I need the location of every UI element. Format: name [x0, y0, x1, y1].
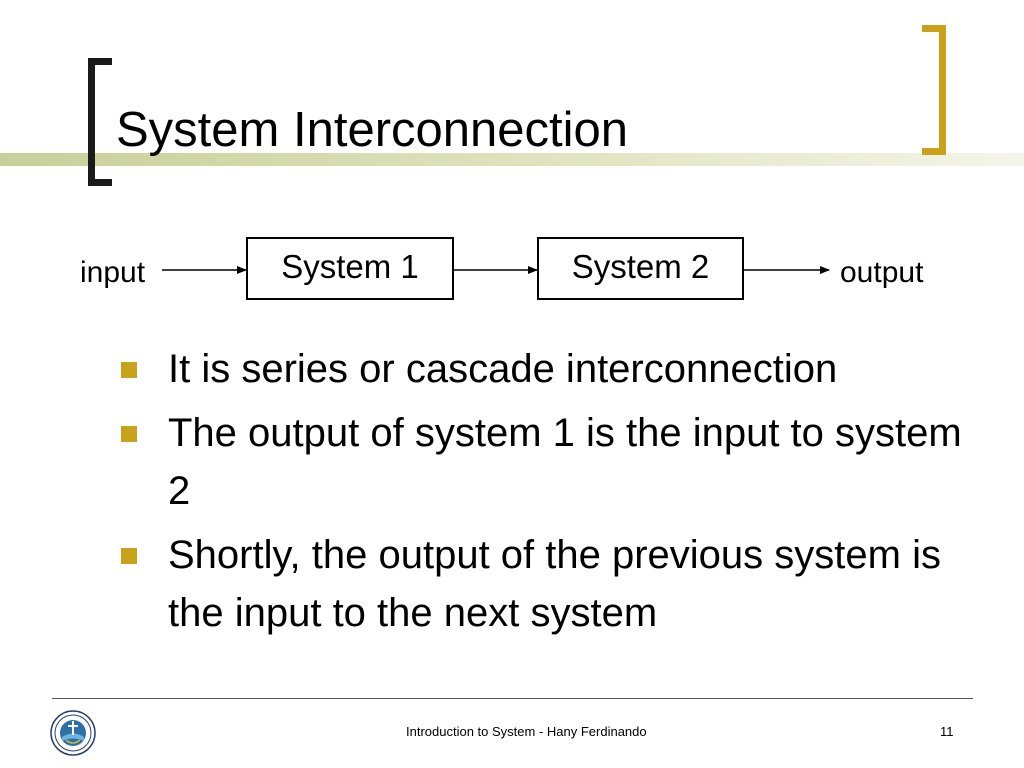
left-bracket-decoration	[88, 58, 112, 186]
footer-text: Introduction to System - Hany Ferdinando	[406, 724, 647, 739]
square-bullet-icon	[121, 426, 137, 442]
input-label: input	[80, 256, 146, 289]
square-bullet-icon	[121, 362, 137, 378]
bullet-text: Shortly, the output of the previous syst…	[168, 533, 941, 635]
bullet-item: It is series or cascade interconnection	[116, 340, 976, 398]
system-1-box: System 1	[246, 237, 454, 300]
bullet-text: The output of system 1 is the input to s…	[168, 411, 962, 513]
slide-title: System Interconnection	[116, 103, 629, 157]
output-label: output	[840, 256, 924, 289]
footer-divider	[52, 698, 973, 699]
university-seal-icon	[50, 710, 96, 756]
page-number: 11	[940, 724, 954, 739]
bullet-text: It is series or cascade interconnection	[168, 347, 838, 391]
bullet-item: The output of system 1 is the input to s…	[116, 404, 976, 520]
title-stripe	[0, 153, 1024, 166]
system-2-box: System 2	[537, 237, 744, 300]
bullet-item: Shortly, the output of the previous syst…	[116, 526, 976, 642]
square-bullet-icon	[121, 548, 137, 564]
bullet-list: It is series or cascade interconnection …	[116, 340, 976, 642]
right-bracket-decoration	[922, 25, 946, 155]
